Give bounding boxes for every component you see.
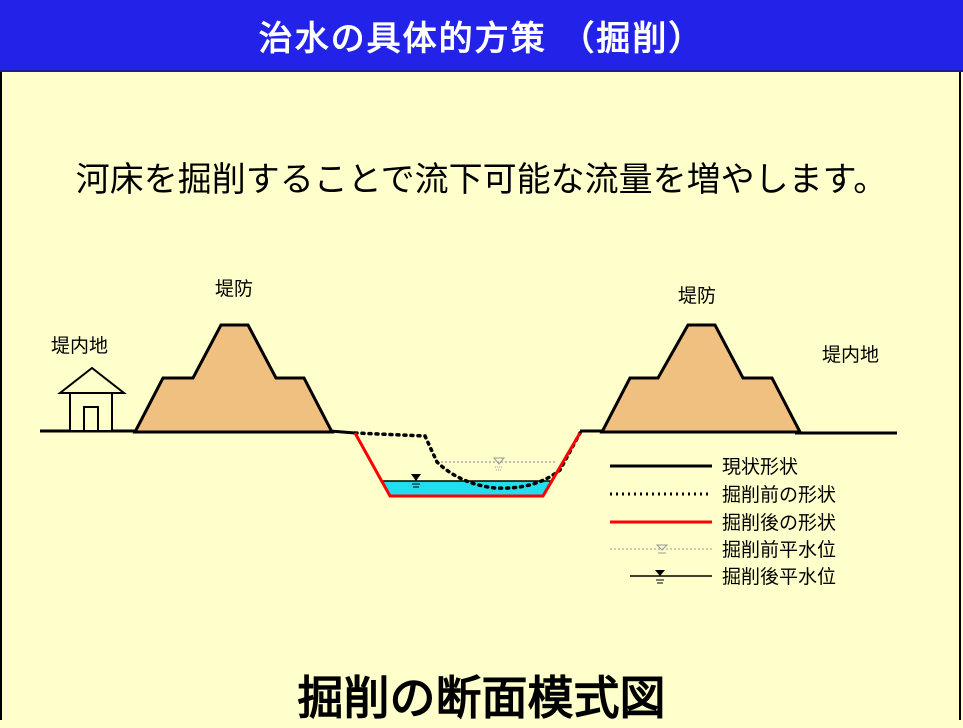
legend-label-water-after: 掘削後平水位	[722, 566, 836, 588]
house-icon	[57, 366, 127, 432]
ground-line-left-edge	[329, 429, 356, 435]
right-levee	[599, 323, 803, 434]
inland-left-label: 堤内地	[51, 335, 108, 357]
legend-label-current: 現状形状	[722, 456, 798, 478]
water-level-before-mark	[492, 457, 506, 465]
title-bar: 治水の具体的方策 （掘削）	[0, 0, 963, 72]
left-levee	[132, 323, 335, 434]
water-level-after-mark	[411, 474, 421, 481]
inland-right-label: 堤内地	[822, 344, 879, 366]
legend-label-before: 掘削前の形状	[722, 484, 836, 506]
page-title: 治水の具体的方策 （掘削）	[258, 18, 705, 59]
water-area	[383, 481, 551, 496]
levee-left-label: 堤防	[215, 278, 253, 300]
legend: 現状形状 掘削前の形状 掘削後の形状 掘削前平水位 掘削後平水位	[610, 456, 836, 588]
channel-shape-after	[353, 432, 582, 498]
subtitle-text: 河床を掘削することで流下可能な流量を増やします。	[75, 160, 888, 200]
legend-label-water-before: 掘削前平水位	[722, 539, 836, 561]
levee-right-label: 堤防	[678, 285, 716, 307]
channel-shape-before	[353, 431, 582, 490]
legend-label-after: 掘削後の形状	[722, 512, 836, 534]
diagram-caption: 掘削の断面模式図	[297, 671, 666, 725]
